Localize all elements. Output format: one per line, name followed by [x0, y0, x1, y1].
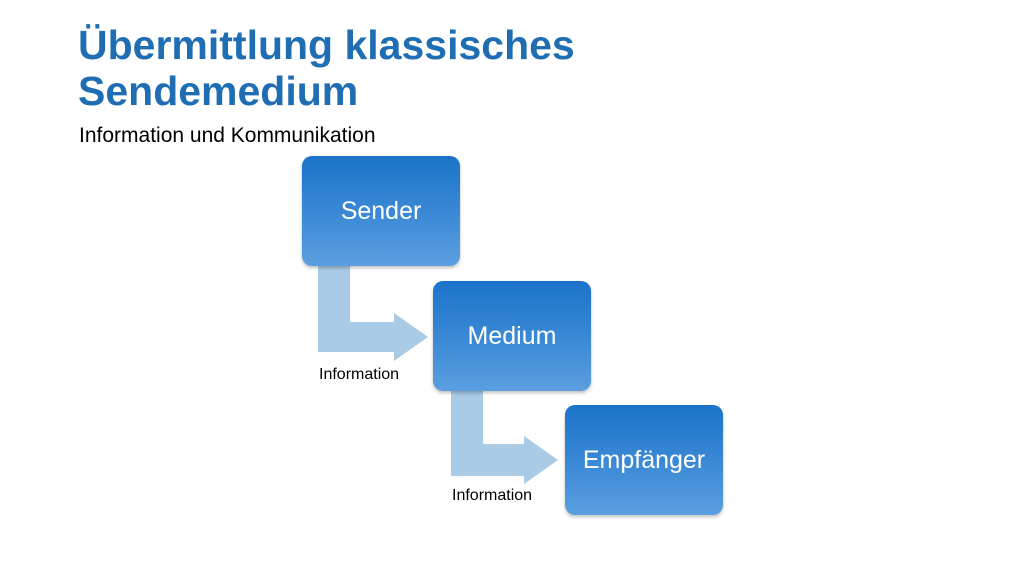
- bent-arrow-sender-to-medium: [318, 266, 428, 361]
- empfaenger-label: Empfänger: [582, 445, 706, 474]
- bent-arrow-medium-to-empfaenger: [451, 391, 558, 484]
- sender-label: Sender: [340, 196, 422, 225]
- medium-label: Medium: [467, 321, 557, 350]
- empfaenger-box: Empfänger: [565, 405, 723, 515]
- sender-box: Sender: [302, 156, 460, 266]
- slide-subtitle: Information und Kommunikation: [79, 124, 376, 147]
- arrow-label-information: Information: [452, 487, 533, 504]
- arrow-label-information: Information: [319, 366, 400, 383]
- slide-title: Übermittlung klassisches Sendemedium: [78, 22, 575, 114]
- medium-box: Medium: [433, 281, 591, 391]
